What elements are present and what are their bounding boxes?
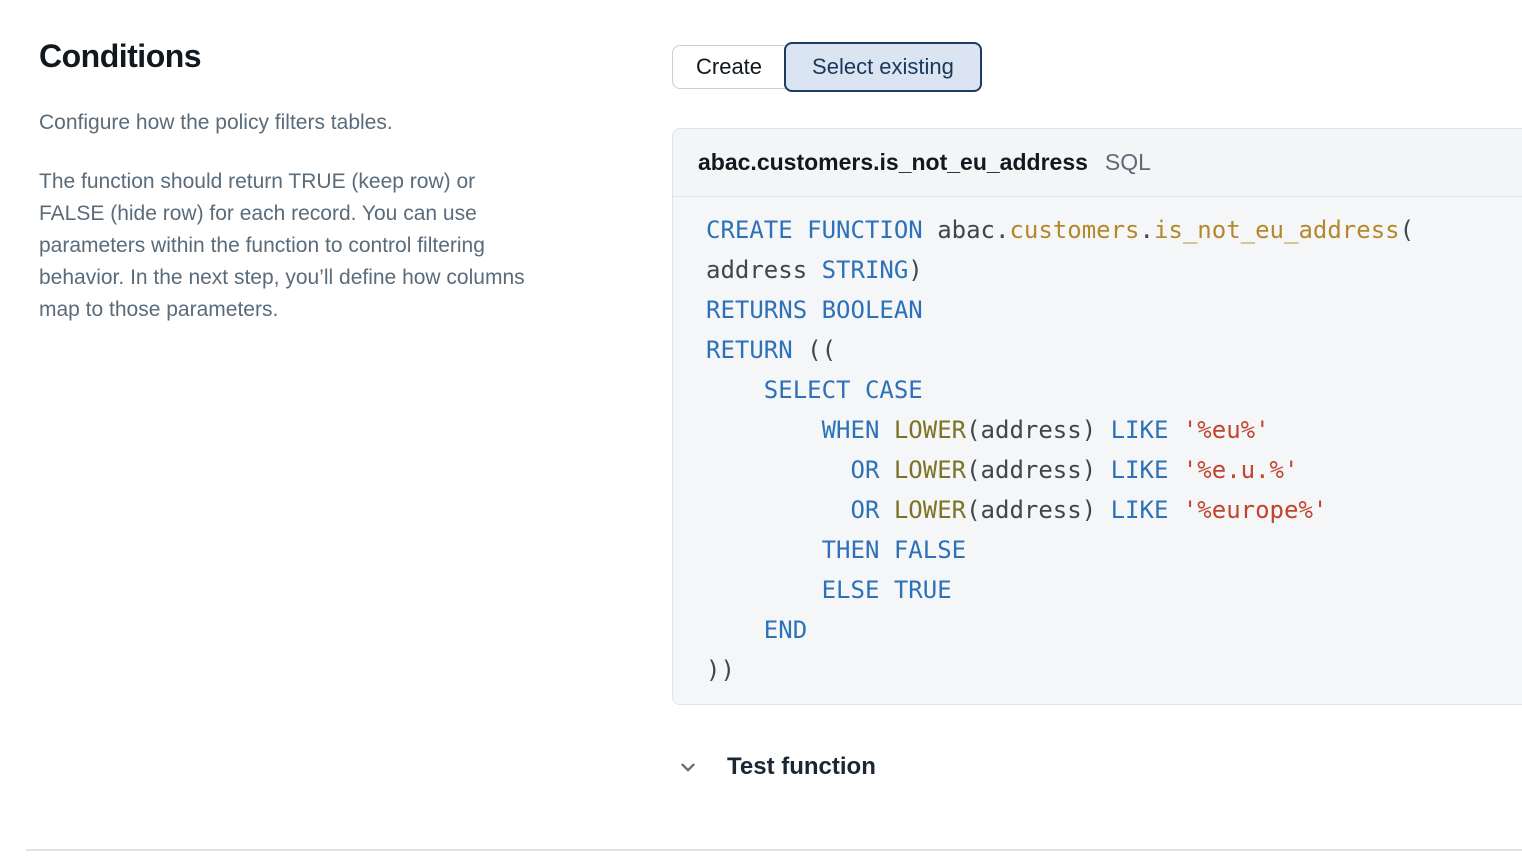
description-line: behavior. In the next step, you’ll defin… <box>39 266 525 289</box>
chevron-down-icon[interactable] <box>676 755 700 779</box>
page-title: Conditions <box>39 38 202 74</box>
description-body: The function should return TRUE (keep ro… <box>39 166 525 326</box>
function-preview-card: abac.customers.is_not_eu_address SQL CRE… <box>672 128 1522 705</box>
select-existing-tab-button[interactable]: Select existing <box>784 42 982 92</box>
test-function-label: Test function <box>727 753 876 780</box>
sql-code: CREATE FUNCTION abac.customers.is_not_eu… <box>706 216 1415 684</box>
description-line: map to those parameters. <box>39 298 279 321</box>
sql-code-block: CREATE FUNCTION abac.customers.is_not_eu… <box>673 197 1522 704</box>
description-intro: Configure how the policy filters tables. <box>39 111 393 134</box>
create-tab-button[interactable]: Create <box>672 45 786 89</box>
footer-divider <box>26 849 1522 851</box>
function-card-header: abac.customers.is_not_eu_address SQL <box>673 129 1522 197</box>
description-line: parameters within the function to contro… <box>39 234 485 257</box>
function-name: abac.customers.is_not_eu_address <box>698 149 1088 175</box>
test-function-toggle[interactable]: Test function <box>672 753 876 781</box>
function-language-badge: SQL <box>1104 149 1151 175</box>
description-line: FALSE (hide row) for each record. You ca… <box>39 202 477 225</box>
description-line: The function should return TRUE (keep ro… <box>39 170 476 193</box>
mode-toggle: Create Select existing <box>672 42 982 92</box>
